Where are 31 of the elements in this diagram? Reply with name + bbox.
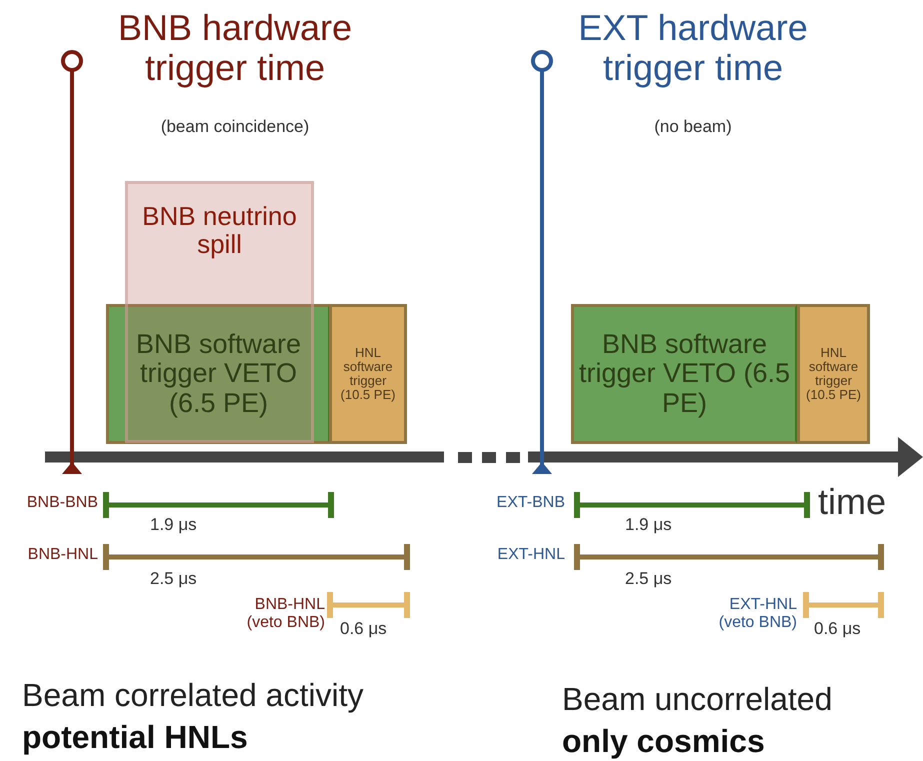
heading: BNB hardware trigger time <box>116 8 354 88</box>
row-label: BNB-HNL <box>26 546 98 564</box>
box-text: BNB software trigger VETO (6.5 PE) <box>134 330 302 418</box>
note-text: Beam correlated activity <box>22 678 364 714</box>
duration-label: 0.6 μs <box>814 620 862 639</box>
time-window-box <box>329 304 407 444</box>
row-label: EXT-BNB <box>496 494 565 512</box>
subheading: (no beam) <box>653 118 733 137</box>
note-text: only cosmics <box>562 724 766 760</box>
row-label: BNB-HNL (veto BNB) <box>246 596 325 632</box>
box-text: BNB software trigger VETO (6.5 PE) <box>578 330 792 418</box>
box-text: HNL software trigger (10.5 PE) <box>805 346 862 402</box>
heading: EXT hardware trigger time <box>577 8 809 88</box>
time-window-box <box>125 181 314 443</box>
time-window-box <box>106 304 331 444</box>
axis-label: time <box>818 482 888 522</box>
row-label: EXT-HNL <box>496 546 565 564</box>
duration-label: 1.9 μs <box>150 516 198 535</box>
note-text: potential HNLs <box>22 720 249 756</box>
time-window-box <box>571 304 798 444</box>
duration-label: 2.5 μs <box>625 570 673 589</box>
box-text: HNL software trigger (10.5 PE) <box>340 346 396 402</box>
row-label: BNB-BNB <box>26 494 98 512</box>
duration-label: 2.5 μs <box>150 570 198 589</box>
duration-label: 1.9 μs <box>625 516 673 535</box>
note-text: Beam uncorrelated <box>562 682 834 718</box>
row-label: EXT-HNL (veto BNB) <box>718 596 797 632</box>
duration-label: 0.6 μs <box>340 620 388 639</box>
box-text: BNB neutrino spill <box>141 202 298 258</box>
subheading: (beam coincidence) <box>160 118 310 137</box>
time-window-box <box>797 304 870 444</box>
